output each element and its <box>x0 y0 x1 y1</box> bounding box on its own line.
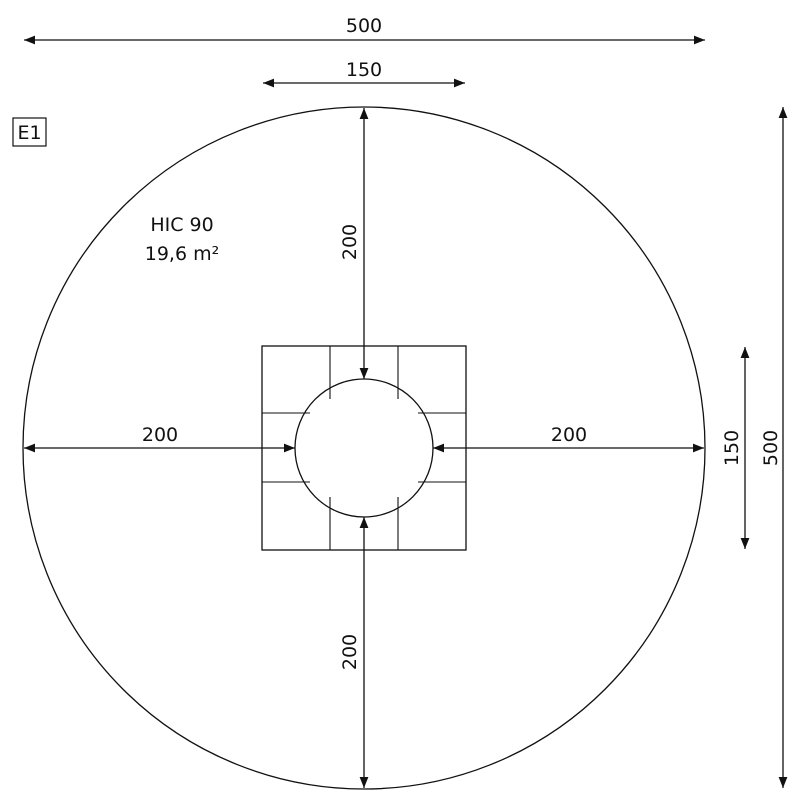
area-note: HIC 90 19,6 m² <box>145 214 219 265</box>
dimension-overall-width: 500 <box>24 15 705 45</box>
dimension-right-clearance: 200 <box>433 424 704 453</box>
dimension-platform-width-label: 150 <box>346 59 382 81</box>
dimension-platform-height-label: 150 <box>721 430 743 466</box>
area-note-area: 19,6 m² <box>145 243 219 265</box>
dimension-overall-height: 500 <box>760 107 788 788</box>
dimension-right-clearance-label: 200 <box>551 424 587 446</box>
dimension-left-clearance-label: 200 <box>142 424 178 446</box>
platform-segments <box>262 346 466 550</box>
dimension-bottom-clearance-label: 200 <box>339 634 361 670</box>
zone-label-text: E1 <box>17 122 41 144</box>
zone-label-box <box>12 117 47 147</box>
platform-center-hole <box>294 378 434 518</box>
dimension-platform-height: 150 <box>721 347 750 549</box>
area-note-hic: HIC 90 <box>150 214 213 236</box>
dimension-overall-height-label: 500 <box>760 430 782 466</box>
dimension-platform-width: 150 <box>263 59 465 88</box>
zone-label: E1 <box>12 117 47 147</box>
dimension-left-clearance: 200 <box>24 424 295 453</box>
safety-zone-circle <box>22 106 706 790</box>
dimension-top-clearance: 200 <box>339 108 369 379</box>
dimension-bottom-clearance: 200 <box>339 517 369 788</box>
dimension-overall-width-label: 500 <box>346 15 382 37</box>
dimension-top-clearance-label: 200 <box>339 224 361 260</box>
